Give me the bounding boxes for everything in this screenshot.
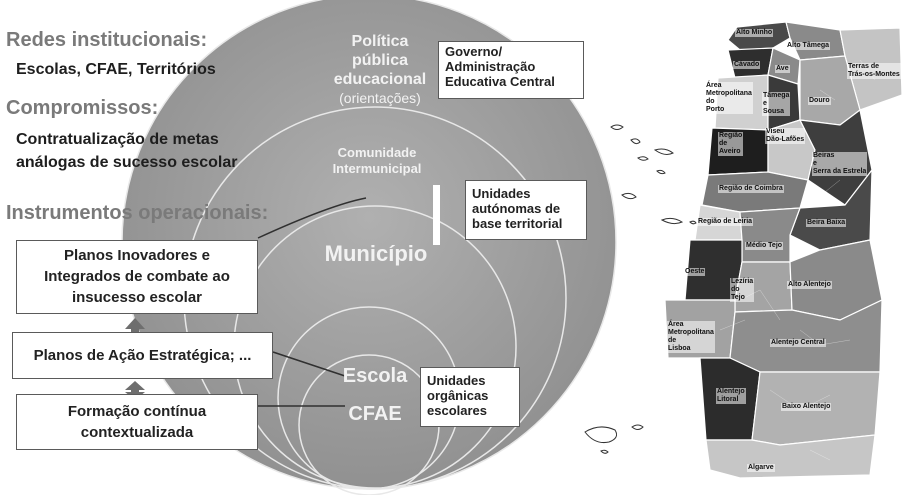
box1-line2: Integrados de combate ao: [44, 268, 230, 285]
map-label-alentejo-central: Alentejo Central: [770, 339, 826, 347]
politica-line1: Política: [351, 33, 409, 50]
amp-line3: do: [706, 98, 715, 105]
box3-line2: contextualizada: [80, 424, 194, 441]
compromissos-line2: análogas de sucesso escolar: [16, 154, 238, 171]
map-label-terras: Terras de Trás-os-Montes: [847, 63, 901, 79]
unidades-aut-line1: Unidades: [472, 186, 531, 201]
box-unidades-autonomas: Unidades autónomas de base territorial: [465, 180, 587, 240]
azores-islands: [610, 124, 697, 225]
connector-planos-inovadores: [257, 197, 367, 239]
map-label-leziria: Lezíria do Tejo: [730, 278, 755, 302]
comunidade-line1: Comunidade: [337, 145, 417, 160]
label-comunidade: Comunidade Intermunicipal: [318, 145, 436, 177]
aveiro-line3: Aveiro: [719, 148, 741, 155]
label-municipio: Município: [324, 241, 428, 266]
box2-text: Planos de Ação Estratégica; ...: [33, 347, 252, 364]
compromissos-line1: Contratualização de metas: [16, 131, 219, 148]
aveiro-line1: Região: [719, 132, 743, 139]
governo-line3: Educativa Central: [445, 74, 555, 89]
box-unidades-organicas: Unidades orgânicas escolares: [420, 367, 520, 427]
madeira-islands: [584, 424, 644, 454]
map-label-leiria: Região de Leiria: [697, 218, 754, 226]
politica-line3: educacional: [333, 71, 427, 88]
unidades-org-line1: Unidades: [427, 373, 486, 388]
tamega-line1: Tâmega: [763, 92, 790, 99]
comunidade-line2: Intermunicipal: [332, 161, 422, 176]
map-label-algarve: Algarve: [747, 464, 775, 472]
unidades-aut-line3: base territorial: [472, 216, 563, 231]
map-label-aveiro: Região de Aveiro: [718, 132, 744, 156]
box1-line3: insucesso escolar: [71, 289, 203, 306]
politica-line4: (orientações): [339, 90, 421, 106]
bracket-marker: [433, 185, 440, 245]
box1-line1: Planos Inovadores e: [64, 247, 210, 264]
terras-line1: Terras de: [848, 63, 879, 70]
box3-line1: Formação contínua: [67, 403, 207, 420]
tamega-line2: e: [763, 100, 767, 107]
redes-items: Escolas, CFAE, Territórios: [16, 61, 216, 78]
governo-line1: Governo/: [445, 44, 503, 59]
map-label-alto-alentejo: Alto Alentejo: [787, 281, 832, 289]
map-label-baixo-alentejo: Baixo Alentejo: [781, 403, 832, 411]
leziria-line3: Tejo: [731, 294, 745, 301]
amp-line2: Metropolitana: [706, 90, 752, 97]
map-label-viseu: Viseu Dão-Lafões: [765, 128, 806, 144]
map-label-aml: Área Metropolitana de Lisboa: [667, 321, 715, 353]
viseu-line1: Viseu: [766, 128, 785, 135]
map-label-beiras: Beiras e Serra da Estrela: [812, 152, 868, 176]
aml-line2: Metropolitana: [668, 329, 714, 336]
leziria-line1: Lezíria: [731, 278, 754, 285]
map-label-beira-baixa: Beira Baixa: [806, 219, 847, 227]
box-governo: Governo/ Administração Educativa Central: [438, 41, 584, 99]
map-label-amp: Área Metropolitana do Porto: [705, 82, 753, 114]
amp-line4: Porto: [706, 106, 725, 113]
map-label-alentejo-litoral: Alentejo Litoral: [716, 388, 746, 404]
unidades-org-line3: escolares: [427, 403, 487, 418]
beiras-line2: e: [813, 160, 817, 167]
map-label-coimbra: Região de Coimbra: [718, 185, 784, 193]
beiras-line1: Beiras: [813, 152, 835, 159]
map-label-medio-tejo: Médio Tejo: [745, 242, 784, 250]
map-label-alto-tamega: Alto Tâmega: [786, 42, 831, 50]
aml-line1: Área: [668, 321, 684, 328]
map-label-oeste: Oeste: [684, 268, 706, 276]
redes-title: Redes institucionais:: [6, 29, 208, 51]
leziria-line2: do: [731, 286, 740, 293]
beiras-line3: Serra da Estrela: [813, 168, 867, 175]
map-label-alto-minho: Alto Minho: [735, 29, 774, 37]
box-planos-acao: Planos de Ação Estratégica; ...: [12, 332, 273, 379]
map-label-douro: Douro: [808, 97, 831, 105]
unidades-aut-line2: autónomas de: [472, 201, 561, 216]
amp-line1: Área: [706, 82, 722, 89]
map-label-cavado: Cávado: [733, 61, 761, 69]
connector-planos-acao: [272, 351, 346, 377]
label-cfae: CFAE: [348, 403, 402, 425]
terras-line2: Trás-os-Montes: [848, 71, 900, 78]
viseu-line2: Dão-Lafões: [766, 136, 805, 143]
region-alto-tamega: [785, 21, 846, 61]
aml-line3: de: [668, 337, 677, 344]
tamega-line3: Sousa: [763, 108, 785, 115]
box-formacao: Formação contínua contextualizada: [16, 394, 258, 450]
label-politica: Política pública educacional (orientaçõe…: [326, 32, 434, 108]
label-escola: Escola: [342, 365, 408, 387]
politica-line2: pública: [351, 52, 408, 69]
alentejo-litoral-line1: Alentejo: [717, 388, 745, 395]
instrumentos-title: Instrumentos operacionais:: [6, 202, 269, 224]
unidades-org-line2: orgânicas: [427, 388, 489, 403]
governo-line2: Administração: [445, 59, 536, 74]
box-planos-inovadores: Planos Inovadores e Integrados de combat…: [16, 240, 258, 314]
aml-line4: Lisboa: [668, 345, 691, 352]
map-label-ave: Ave: [775, 65, 790, 73]
alentejo-litoral-line2: Litoral: [717, 396, 739, 403]
aveiro-line2: de: [719, 140, 728, 147]
map-label-tamega: Tâmega e Sousa: [762, 92, 791, 116]
compromissos-title: Compromissos:: [6, 97, 159, 119]
